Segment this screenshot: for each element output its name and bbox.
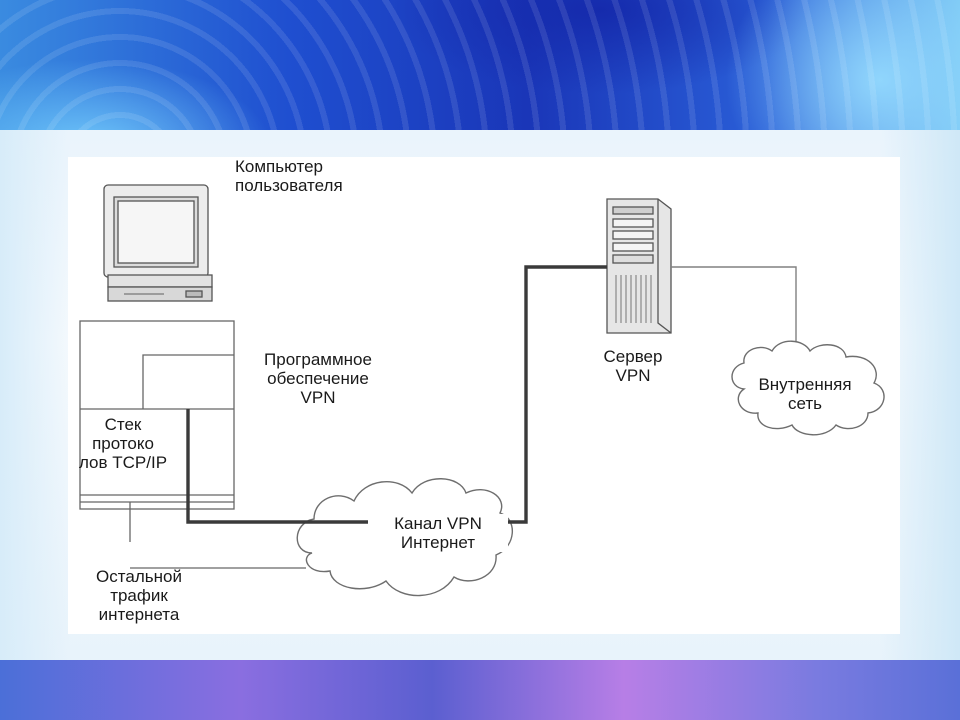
software-stack-box <box>79 320 235 542</box>
label-line: протоко <box>92 434 154 453</box>
label-line: VPN <box>615 366 651 385</box>
label-line: интернета <box>98 605 180 624</box>
footer-background <box>0 660 960 720</box>
user-computer-label: Компьютер пользователя <box>235 157 343 195</box>
vpn-tunnel-path <box>186 265 607 524</box>
header-background <box>0 0 960 130</box>
server-to-network-link <box>671 266 797 353</box>
label-line: обеспечение <box>267 369 369 388</box>
label-line: Компьютер <box>235 157 323 176</box>
label-line: Программное <box>264 350 372 369</box>
label-line: Интернет <box>400 533 476 552</box>
label-line: Сервер <box>603 347 663 366</box>
label-line: трафик <box>110 586 168 605</box>
label-line: VPN <box>300 388 336 407</box>
server-tower-icon <box>606 198 672 334</box>
vpn-channel-label: Канал VPN Интернет <box>368 514 508 552</box>
label-line: лов TCP/IP <box>78 453 168 472</box>
label-line: Канал VPN <box>394 514 482 533</box>
cloud-icon <box>731 340 885 436</box>
other-traffic-label: Остальной трафик интернета <box>74 567 204 624</box>
desktop-computer-icon <box>103 184 213 302</box>
label-line: Внутренняя <box>758 375 852 394</box>
vpn-software-label: Программное обеспечение VPN <box>248 350 388 407</box>
tcp-stack-label: Стек протоко лов TCP/IP <box>68 415 178 472</box>
internal-network-label: Внутренняя сеть <box>740 375 870 413</box>
vpn-diagram: Компьютер пользователя Программное обесп… <box>68 157 900 634</box>
diagram-canvas <box>79 184 885 597</box>
label-line: сеть <box>787 394 823 413</box>
label-line: Остальной <box>96 567 182 586</box>
vpn-server-label: Сервер VPN <box>583 347 683 385</box>
label-line: Стек <box>104 415 142 434</box>
label-line: пользователя <box>235 176 343 195</box>
